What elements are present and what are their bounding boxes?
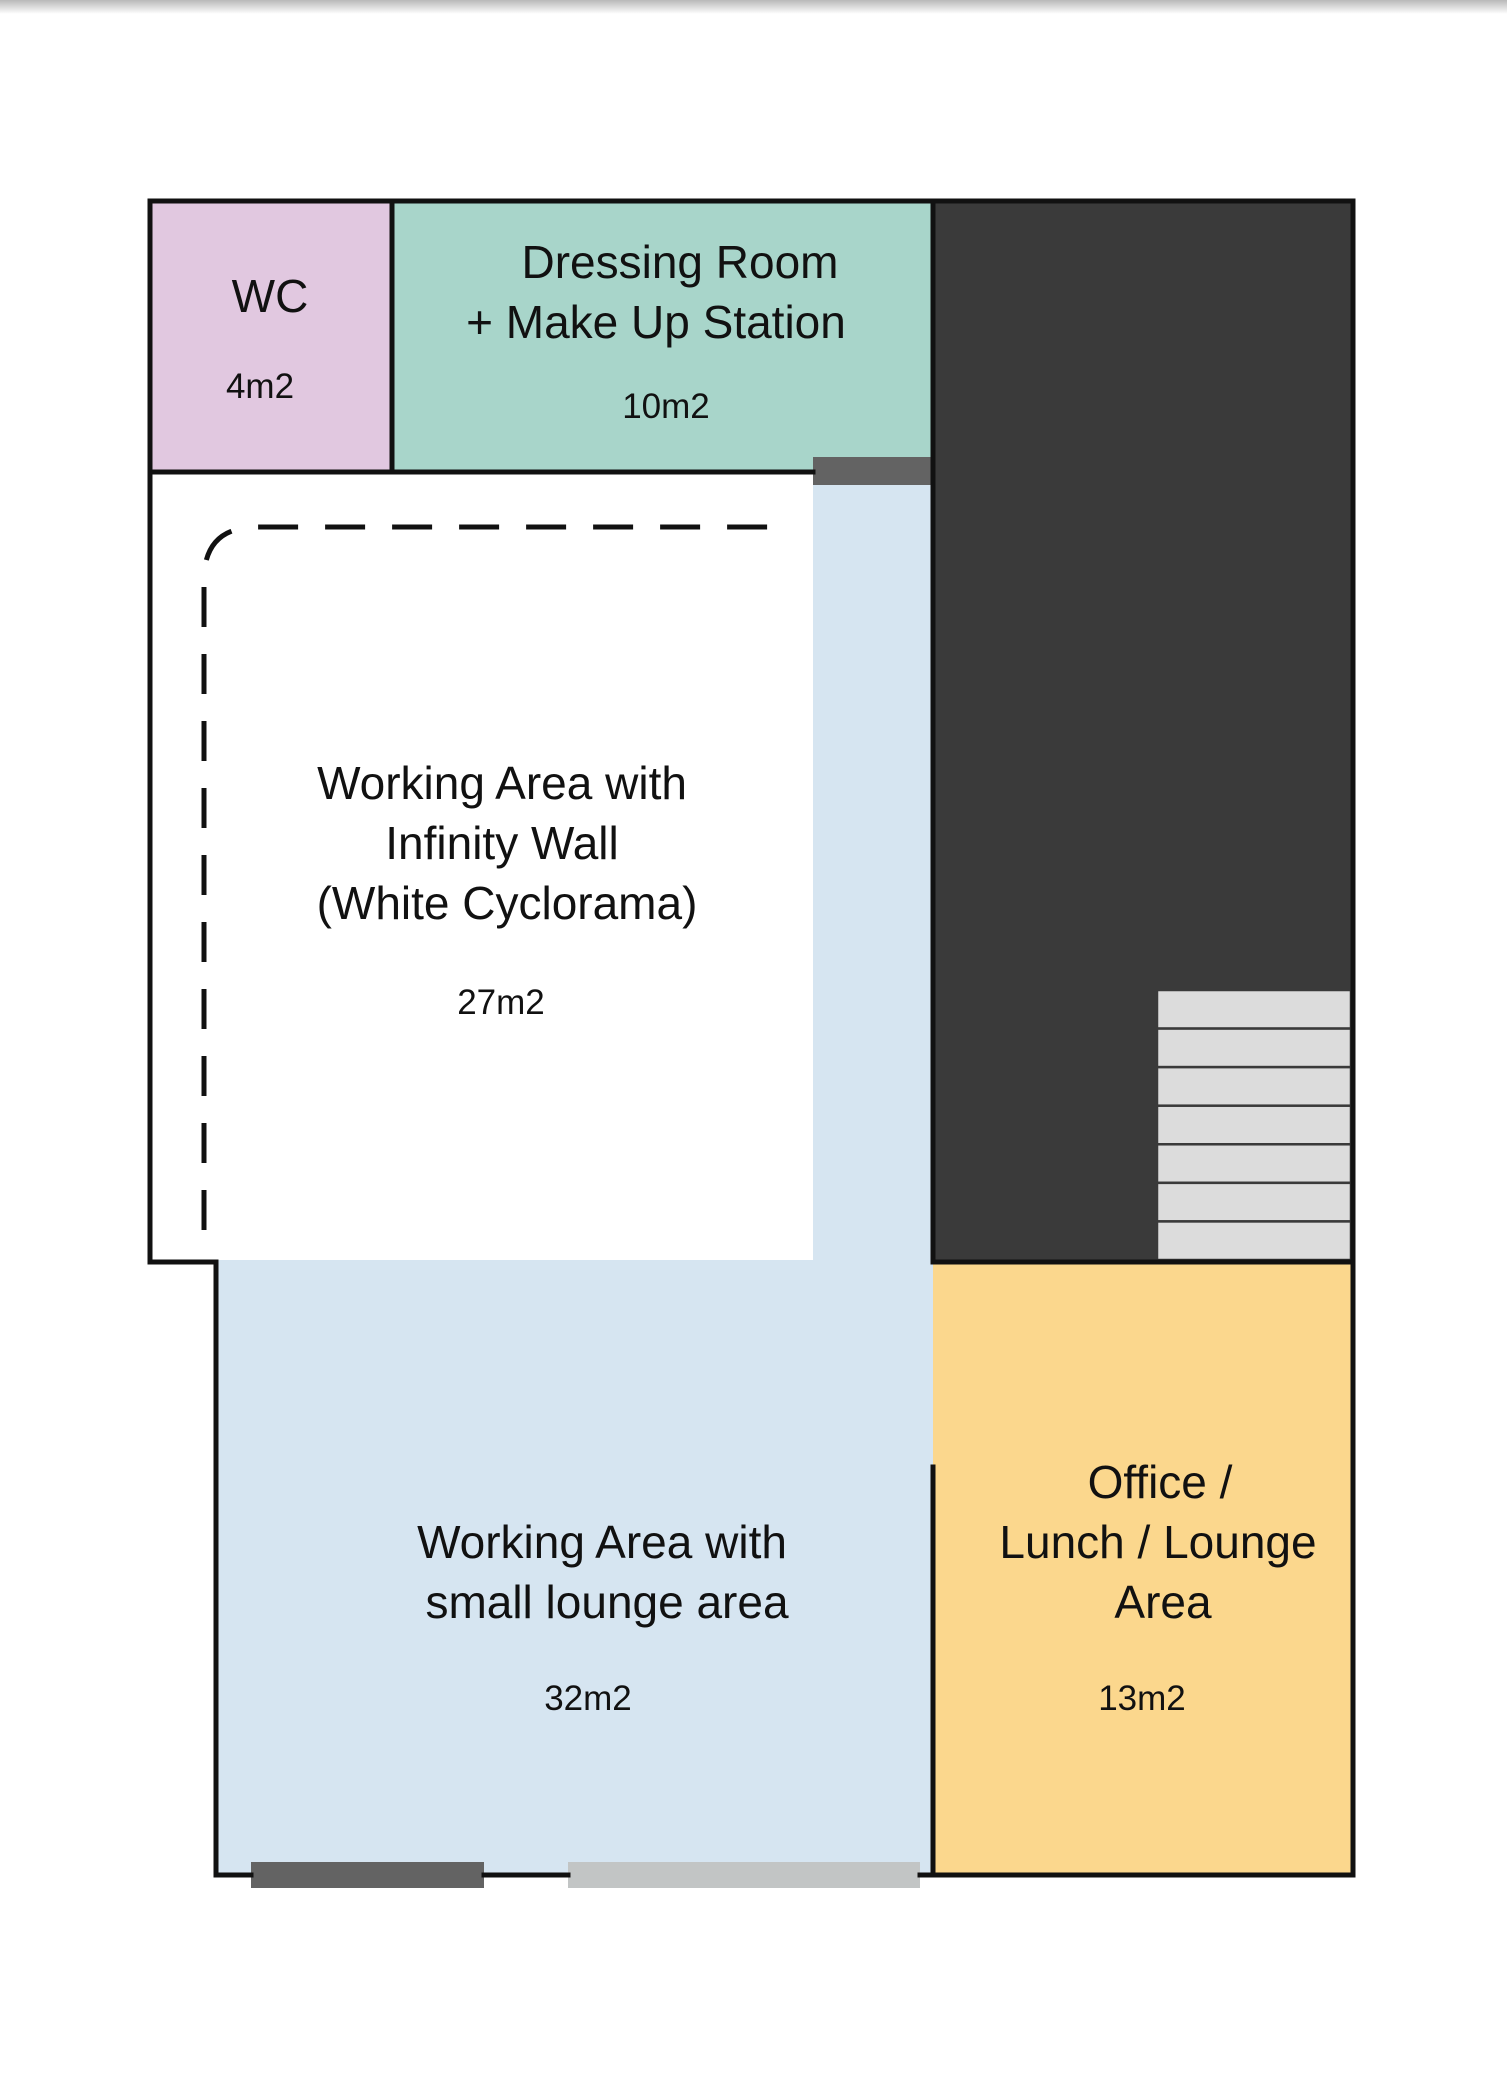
cyclorama-label-line2: Infinity Wall bbox=[385, 817, 618, 869]
office-label-line2: Lunch / Lounge bbox=[999, 1516, 1316, 1568]
dressing-label-line2: + Make Up Station bbox=[466, 296, 846, 348]
wc-area: 4m2 bbox=[226, 367, 294, 406]
office-lunch-lounge-room bbox=[933, 1262, 1353, 1875]
outer-wall-left bbox=[147, 198, 254, 1878]
working-label-line1: Working Area with bbox=[417, 1516, 787, 1568]
stair-step bbox=[1155, 1104, 1353, 1146]
walls bbox=[147, 198, 1356, 1878]
cyclorama-area bbox=[150, 472, 813, 1260]
working-area-value: 32m2 bbox=[544, 1679, 632, 1718]
dressing-label-line1: Dressing Room bbox=[522, 236, 839, 288]
cyclorama-area-value: 27m2 bbox=[457, 983, 545, 1022]
dressing-area: 10m2 bbox=[622, 387, 710, 426]
wc-room bbox=[150, 201, 392, 472]
stair-step bbox=[1155, 1220, 1353, 1262]
entrance-door bbox=[251, 1862, 484, 1888]
infinity-wall-outline bbox=[201, 524, 790, 1230]
dressing-room bbox=[392, 201, 933, 472]
cyclorama-label-line3: (White Cyclorama) bbox=[317, 877, 698, 929]
dressing-room-door bbox=[813, 457, 933, 485]
working-label-line2: small lounge area bbox=[425, 1576, 789, 1628]
stair-step bbox=[1155, 1027, 1353, 1069]
stair-step bbox=[1155, 1143, 1353, 1185]
window-opening bbox=[568, 1862, 920, 1888]
top-edge-shadow bbox=[0, 0, 1507, 14]
office-area-value: 13m2 bbox=[1098, 1679, 1186, 1718]
stair-step bbox=[1155, 1181, 1353, 1223]
wc-label: WC bbox=[232, 270, 309, 322]
office-label-line1: Office / bbox=[1088, 1456, 1233, 1508]
stair-step bbox=[1155, 1065, 1353, 1107]
cyclorama-label-line1: Working Area with bbox=[317, 757, 687, 809]
stair-step bbox=[1155, 988, 1353, 1030]
office-label-line3: Area bbox=[1114, 1576, 1212, 1628]
staircase bbox=[1155, 988, 1353, 1262]
